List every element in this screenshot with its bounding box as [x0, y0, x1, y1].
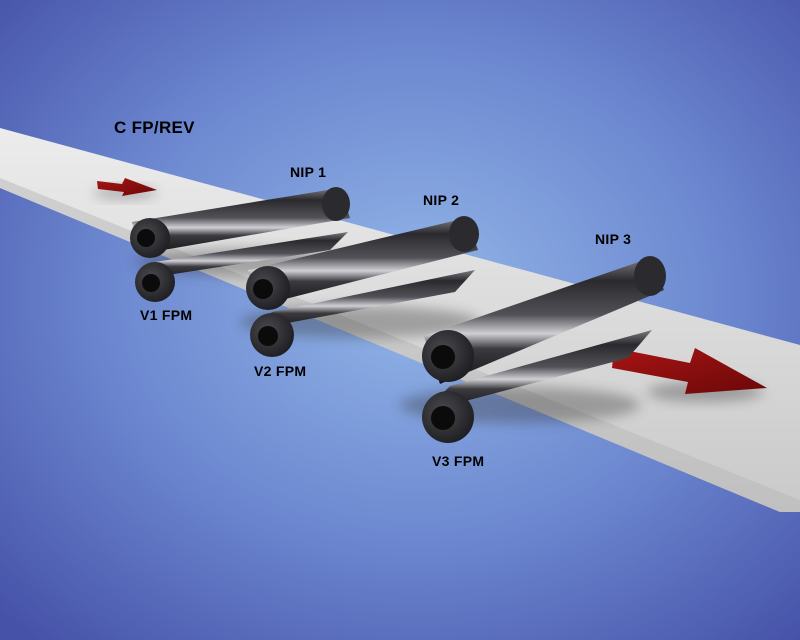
outgoing-arrow-icon	[612, 348, 767, 394]
nip-2-rollers	[240, 216, 480, 357]
diagram-title: C FP/REV	[114, 118, 195, 137]
nip-2-speed-label: V2 FPM	[254, 363, 307, 379]
nip-2-label: NIP 2	[423, 192, 460, 208]
nip-1-rollers	[130, 187, 355, 302]
nip-1-speed-label: V1 FPM	[140, 307, 193, 323]
nip-1-lower-roller-end	[135, 262, 175, 302]
nip-3-lower-roller-end	[422, 391, 474, 443]
nip-2-lower-roller-end	[250, 313, 294, 357]
nip-2-upper-roller-end	[246, 266, 290, 310]
nip-3-speed-label: V3 FPM	[432, 453, 485, 469]
nip-1-upper-roller-end	[130, 218, 170, 258]
nip-1-label: NIP 1	[290, 164, 327, 180]
incoming-arrow-icon	[97, 178, 157, 196]
nip-3-label: NIP 3	[595, 231, 632, 247]
nip-3-upper-roller-end	[422, 330, 474, 382]
nip-3-rollers	[400, 256, 666, 443]
